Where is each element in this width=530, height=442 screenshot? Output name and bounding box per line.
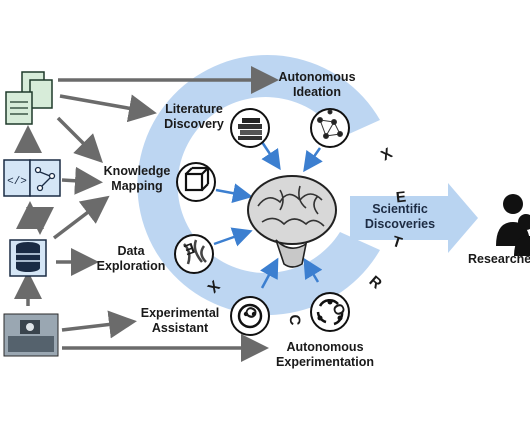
arrow-data-brain (213, 227, 253, 247)
label-experimental-assistant: Experimental Assistant (134, 306, 226, 336)
arrow-knowledge-brain (215, 183, 253, 204)
label-literature-discovery-line1: Literature (165, 102, 223, 116)
dna-gel-icon (174, 234, 214, 274)
label-data-exploration-line2: Exploration (96, 259, 166, 273)
documents-icon (5, 71, 53, 125)
arrow-code-to-knowledge (61, 166, 103, 195)
brain-arrows (213, 141, 323, 289)
label-experimental-assistant-line2: Assistant (151, 321, 209, 335)
label-scientific-discoveries-line2: Discoveries (364, 217, 436, 231)
label-researcher: Researche (468, 252, 530, 266)
label-data-exploration: Data Exploration (94, 244, 168, 274)
label-literature-discovery-line2: Discovery (164, 117, 224, 131)
database-icon (9, 239, 47, 277)
cycle-icon (310, 292, 350, 332)
label-autonomous-experimentation: Autonomous Experimentation (260, 340, 390, 370)
person-icon (496, 194, 530, 256)
label-knowledge-mapping-line2: Mapping (111, 179, 163, 193)
label-data-exploration-line1: Data (117, 244, 145, 258)
arrow-data-to-knowledge (52, 195, 110, 240)
arrow-experimentation-brain (303, 257, 323, 283)
label-knowledge-mapping-line1: Knowledge (103, 164, 171, 178)
input-arrows (13, 66, 279, 362)
arrow-assistant-brain (260, 257, 279, 289)
arrow-docs-to-knowledge (56, 116, 103, 163)
label-knowledge-mapping: Knowledge Mapping (96, 164, 178, 194)
arrow-lab-to-assistant (61, 310, 137, 339)
brain-icon (247, 175, 337, 268)
arrow-docs-to-literature (59, 94, 157, 123)
lab-microscope-icon (3, 313, 59, 357)
label-autonomous-experimentation-line1: Autonomous (286, 340, 364, 354)
network-icon (310, 108, 350, 148)
book-stack-icon (230, 108, 270, 148)
label-autonomous-experimentation-line2: Experimentation (276, 355, 374, 369)
code-icon: </> (3, 159, 31, 197)
label-autonomous-ideation-line2: Ideation (293, 85, 341, 99)
label-experimental-assistant-line1: Experimental (140, 306, 220, 320)
knowledge-cube-icon (176, 162, 216, 202)
label-scientific-discoveries: Scientific Discoveries (354, 202, 446, 232)
exocortex-letter: C (286, 314, 304, 326)
svg-text:</>: </> (7, 176, 27, 188)
robot-icon (230, 296, 270, 336)
label-literature-discovery: Literature Discovery (154, 102, 234, 132)
label-scientific-discoveries-line1: Scientific (372, 202, 428, 216)
label-autonomous-ideation-line1: Autonomous (278, 70, 356, 84)
circuit-icon (29, 159, 61, 197)
exocortex-letter: E (395, 188, 408, 207)
arrow-literature-brain (260, 141, 281, 171)
label-autonomous-ideation: Autonomous Ideation (272, 70, 362, 100)
scientific-discoveries-arrow (350, 183, 478, 253)
arrow-ideation-brain (303, 147, 323, 173)
